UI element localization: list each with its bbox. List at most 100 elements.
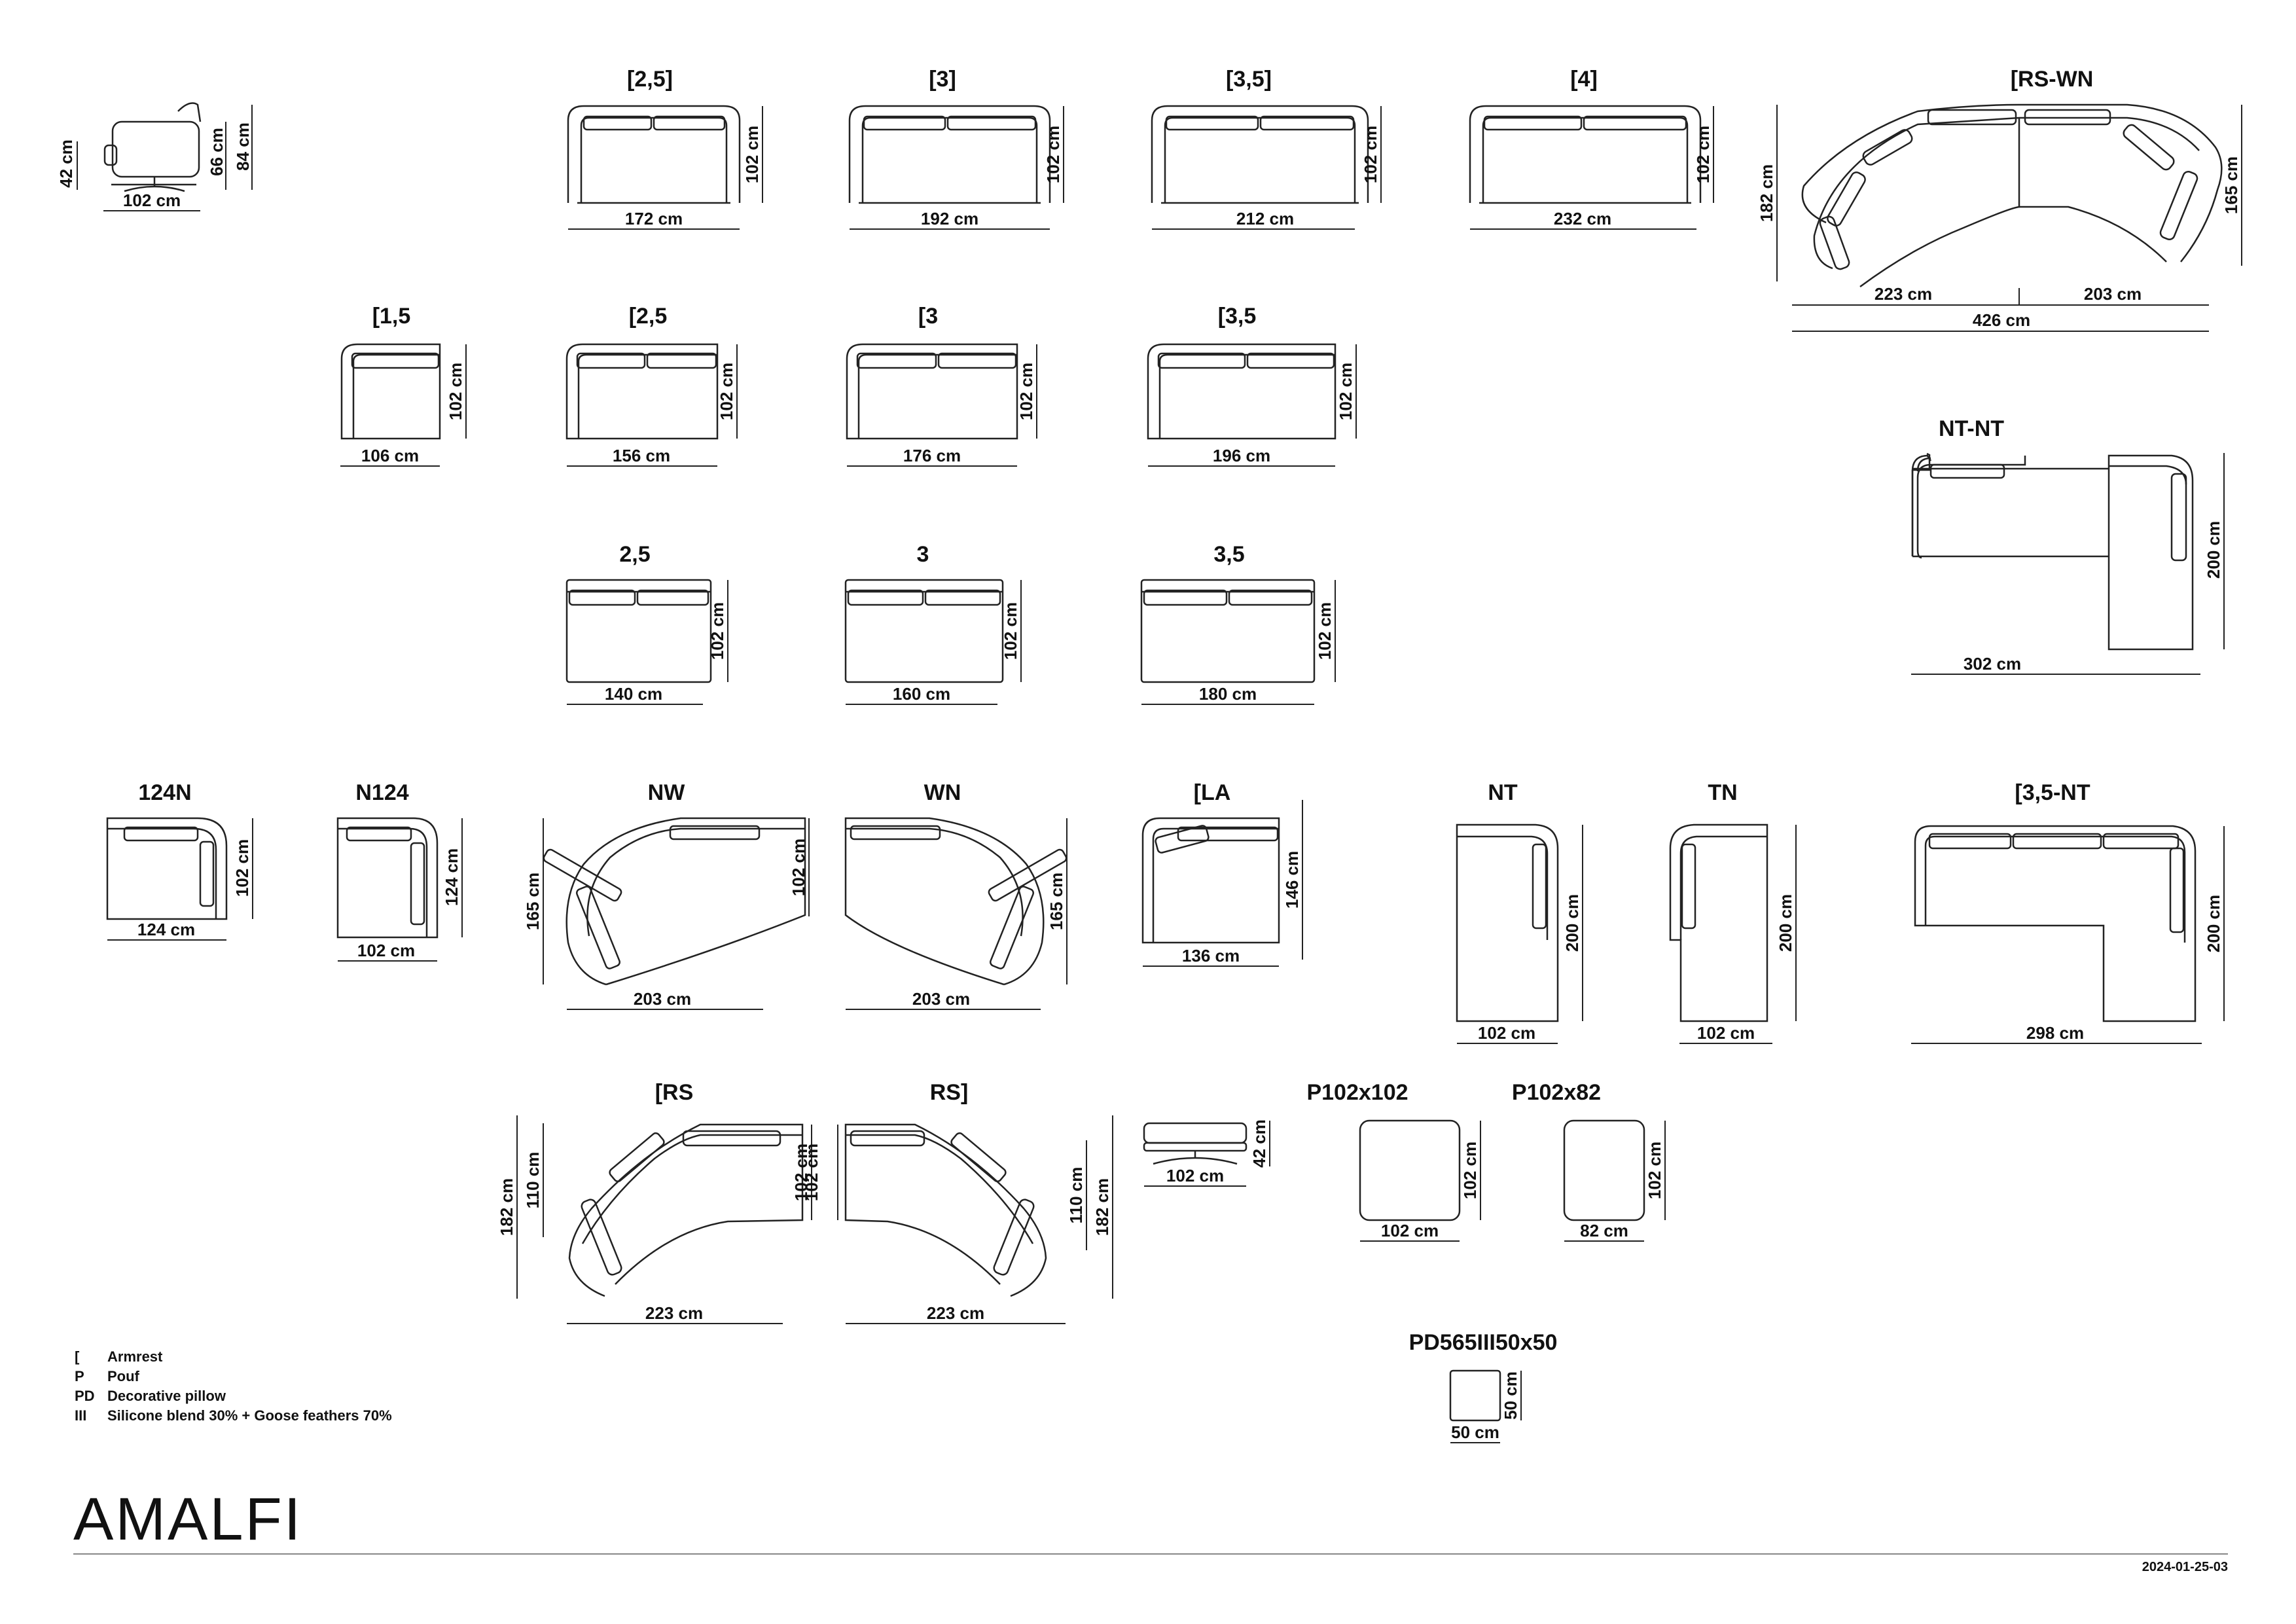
- dim-depth: 165 cm: [523, 873, 543, 930]
- module-label: P102x82: [1512, 1080, 1601, 1105]
- nt-nt-drawing: [1911, 452, 2194, 651]
- dim-width: 223 cm: [927, 1303, 984, 1323]
- dim-width: 102 cm: [1166, 1166, 1224, 1185]
- dim-depth: 182 cm: [1092, 1178, 1112, 1236]
- module-p102x102: P102x102 102 cm 102 cm: [1306, 1080, 1481, 1242]
- module-label: 3,5: [1213, 542, 1244, 567]
- dim-height: 42 cm: [1249, 1119, 1269, 1168]
- rs-wn-drawing: [1801, 103, 2223, 288]
- armchair-total-height: 84 cm: [233, 122, 253, 171]
- module-pouf-side: 102 cm 42 cm: [1143, 1119, 1270, 1187]
- nw-drawing: [543, 817, 806, 986]
- dim-depth: 102 cm: [1016, 363, 1036, 420]
- module-label: [3,5: [1218, 304, 1257, 329]
- dim-width: 180 cm: [1199, 684, 1257, 704]
- module-label: [3,5-NT: [2015, 780, 2090, 805]
- module-left-3-5: [3,5 196 cm 102 cm: [1147, 304, 1357, 467]
- dim-depth: 102 cm: [446, 363, 465, 420]
- module-rs-wn: [RS-WN 223 cm 203 cm 426 cm 182 cm 165 c…: [1757, 67, 2242, 332]
- dim-width: 172 cm: [625, 209, 683, 228]
- module-label: [2,5]: [627, 67, 673, 92]
- module-label: [3,5]: [1226, 67, 1272, 92]
- dim-left-width: 223 cm: [1874, 284, 1932, 304]
- dim-width: 106 cm: [361, 446, 419, 465]
- module-label: NW: [648, 780, 686, 805]
- mid-2-5-drawing: [565, 579, 712, 683]
- module-wn: WN 203 cm 165 cm: [844, 780, 1067, 1010]
- document-code: 2024-01-25-03: [2142, 1560, 2228, 1574]
- dim-depth: 200 cm: [2204, 521, 2223, 579]
- module-label: [3]: [929, 67, 956, 92]
- module-label: 3: [917, 542, 929, 567]
- module-label: TN: [1708, 780, 1737, 805]
- dim-depth: 182 cm: [497, 1178, 516, 1236]
- dim-width: 232 cm: [1554, 209, 1611, 228]
- dim-depth: 200 cm: [1562, 894, 1582, 952]
- module-label: 124N: [138, 780, 191, 805]
- sofa-2-5-drawing: [567, 105, 741, 204]
- p102x82-drawing: [1563, 1119, 1645, 1221]
- legend-text: Decorative pillow: [107, 1388, 226, 1404]
- legend-key: III: [75, 1407, 86, 1424]
- module-nw: NW 203 cm 165 cm 102 cm: [523, 780, 810, 1010]
- module-left-1-5: [1,5 106 cm 102 cm: [340, 304, 467, 467]
- legend-text: Silicone blend 30% + Goose feathers 70%: [107, 1407, 392, 1424]
- module-left-3: [3 176 cm 102 cm: [846, 304, 1037, 467]
- armchair-width: 102 cm: [123, 190, 181, 210]
- dim-width: 176 cm: [903, 446, 961, 465]
- armchair-side-drawing: [103, 102, 202, 192]
- wn-drawing: [844, 817, 1067, 986]
- dim-depth: 102 cm: [1645, 1142, 1664, 1199]
- module-rs-right: RS] 223 cm 102 cm 110 cm 182 cm: [802, 1080, 1113, 1324]
- dim-width: 102 cm: [1381, 1221, 1439, 1240]
- dim-end-depth: 102 cm: [802, 1144, 821, 1201]
- tn-drawing: [1669, 823, 1768, 1022]
- dim-depth: 102 cm: [1361, 126, 1380, 183]
- rs-left-drawing: [568, 1123, 804, 1297]
- dim-width: 302 cm: [1964, 654, 2021, 674]
- module-nt: NT 102 cm 200 cm: [1456, 780, 1583, 1044]
- legend-key: PD: [75, 1388, 95, 1404]
- dim-width: 102 cm: [357, 941, 415, 960]
- module-label: PD565III50x50: [1409, 1330, 1558, 1355]
- module-label: [RS-WN: [2011, 67, 2094, 92]
- module-label: [RS: [655, 1080, 694, 1105]
- dim-depth: 102 cm: [1693, 126, 1713, 183]
- nt-drawing: [1456, 823, 1559, 1022]
- dim-mid-depth: 110 cm: [1066, 1167, 1086, 1224]
- dim-width: 426 cm: [1973, 310, 2030, 330]
- dim-depth: 102 cm: [742, 126, 762, 183]
- dim-depth: 200 cm: [2204, 895, 2223, 952]
- module-mid-3: 3 160 cm 102 cm: [844, 542, 1022, 705]
- dim-depth: 102 cm: [1460, 1142, 1480, 1199]
- module-la: [LA 136 cm 146 cm: [1141, 780, 1303, 967]
- module-label: NT-NT: [1939, 416, 2004, 441]
- dim-right-width: 203 cm: [2084, 284, 2142, 304]
- dim-depth: 146 cm: [1282, 851, 1302, 909]
- dim-width: 223 cm: [645, 1303, 703, 1323]
- p102x102-drawing: [1359, 1119, 1461, 1221]
- dim-width: 212 cm: [1236, 209, 1294, 228]
- module-label: NT: [1488, 780, 1518, 805]
- dim-depth: 165 cm: [1047, 873, 1066, 930]
- armchair-seat-height: 42 cm: [56, 139, 76, 188]
- module-label: P102x102: [1306, 1080, 1408, 1105]
- pouf-side-drawing: [1143, 1122, 1247, 1165]
- 124n-drawing: [106, 817, 228, 920]
- dim-width: 140 cm: [605, 684, 662, 704]
- module-label: [3: [918, 304, 938, 329]
- dim-depth: 102 cm: [717, 363, 736, 420]
- dim-depth: 102 cm: [1315, 602, 1335, 660]
- dim-width: 136 cm: [1182, 946, 1240, 965]
- module-nt-3-5: [3,5-NT 298 cm 200 cm: [1911, 780, 2225, 1044]
- module-label: 2,5: [619, 542, 650, 567]
- legend-text: Armrest: [107, 1348, 163, 1365]
- module-sofa-2-5: [2,5] 172 cm 102 cm: [567, 67, 763, 230]
- dim-width: 203 cm: [634, 989, 691, 1009]
- dim-depth: 50 cm: [1501, 1371, 1520, 1420]
- dim-end-depth: 102 cm: [791, 1144, 811, 1201]
- module-124n: 124N 124 cm 102 cm: [106, 780, 253, 941]
- pd565-drawing: [1449, 1369, 1501, 1422]
- module-p102x82: P102x82 82 cm 102 cm: [1512, 1080, 1666, 1242]
